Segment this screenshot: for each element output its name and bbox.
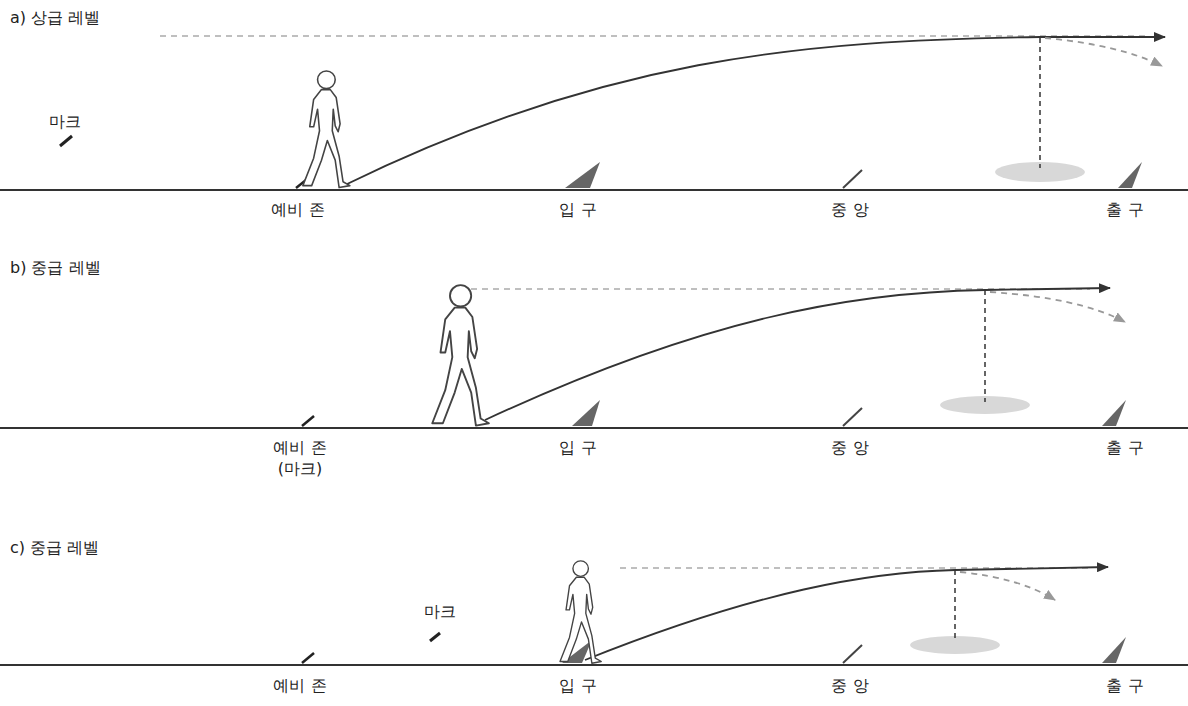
- zone-label: 입 구: [559, 200, 596, 221]
- panel-b: [0, 285, 1188, 428]
- panel-title: a) 상급 레벨: [10, 8, 100, 29]
- zone-label: 예비 존 (마크): [268, 438, 332, 480]
- zone-label: 중 앙: [831, 200, 868, 221]
- zone-label: 중 앙: [831, 676, 868, 697]
- panel-title: c) 중급 레벨: [10, 538, 99, 559]
- panel-c: [0, 561, 1188, 665]
- zone-label: 예비 존: [271, 200, 324, 221]
- zone-label: 출 구: [1106, 438, 1143, 459]
- zone-label: 입 구: [559, 676, 596, 697]
- panel-title: b) 중급 레벨: [10, 258, 101, 279]
- panel-a: [0, 36, 1188, 190]
- zone-label: 출 구: [1106, 200, 1143, 221]
- zone-label: 출 구: [1106, 676, 1143, 697]
- zone-label: 입 구: [559, 438, 596, 459]
- mark-label: 마크: [424, 602, 456, 623]
- zone-label: 중 앙: [831, 438, 868, 459]
- zone-label: 예비 존: [273, 676, 326, 697]
- mark-label: 마크: [49, 112, 81, 133]
